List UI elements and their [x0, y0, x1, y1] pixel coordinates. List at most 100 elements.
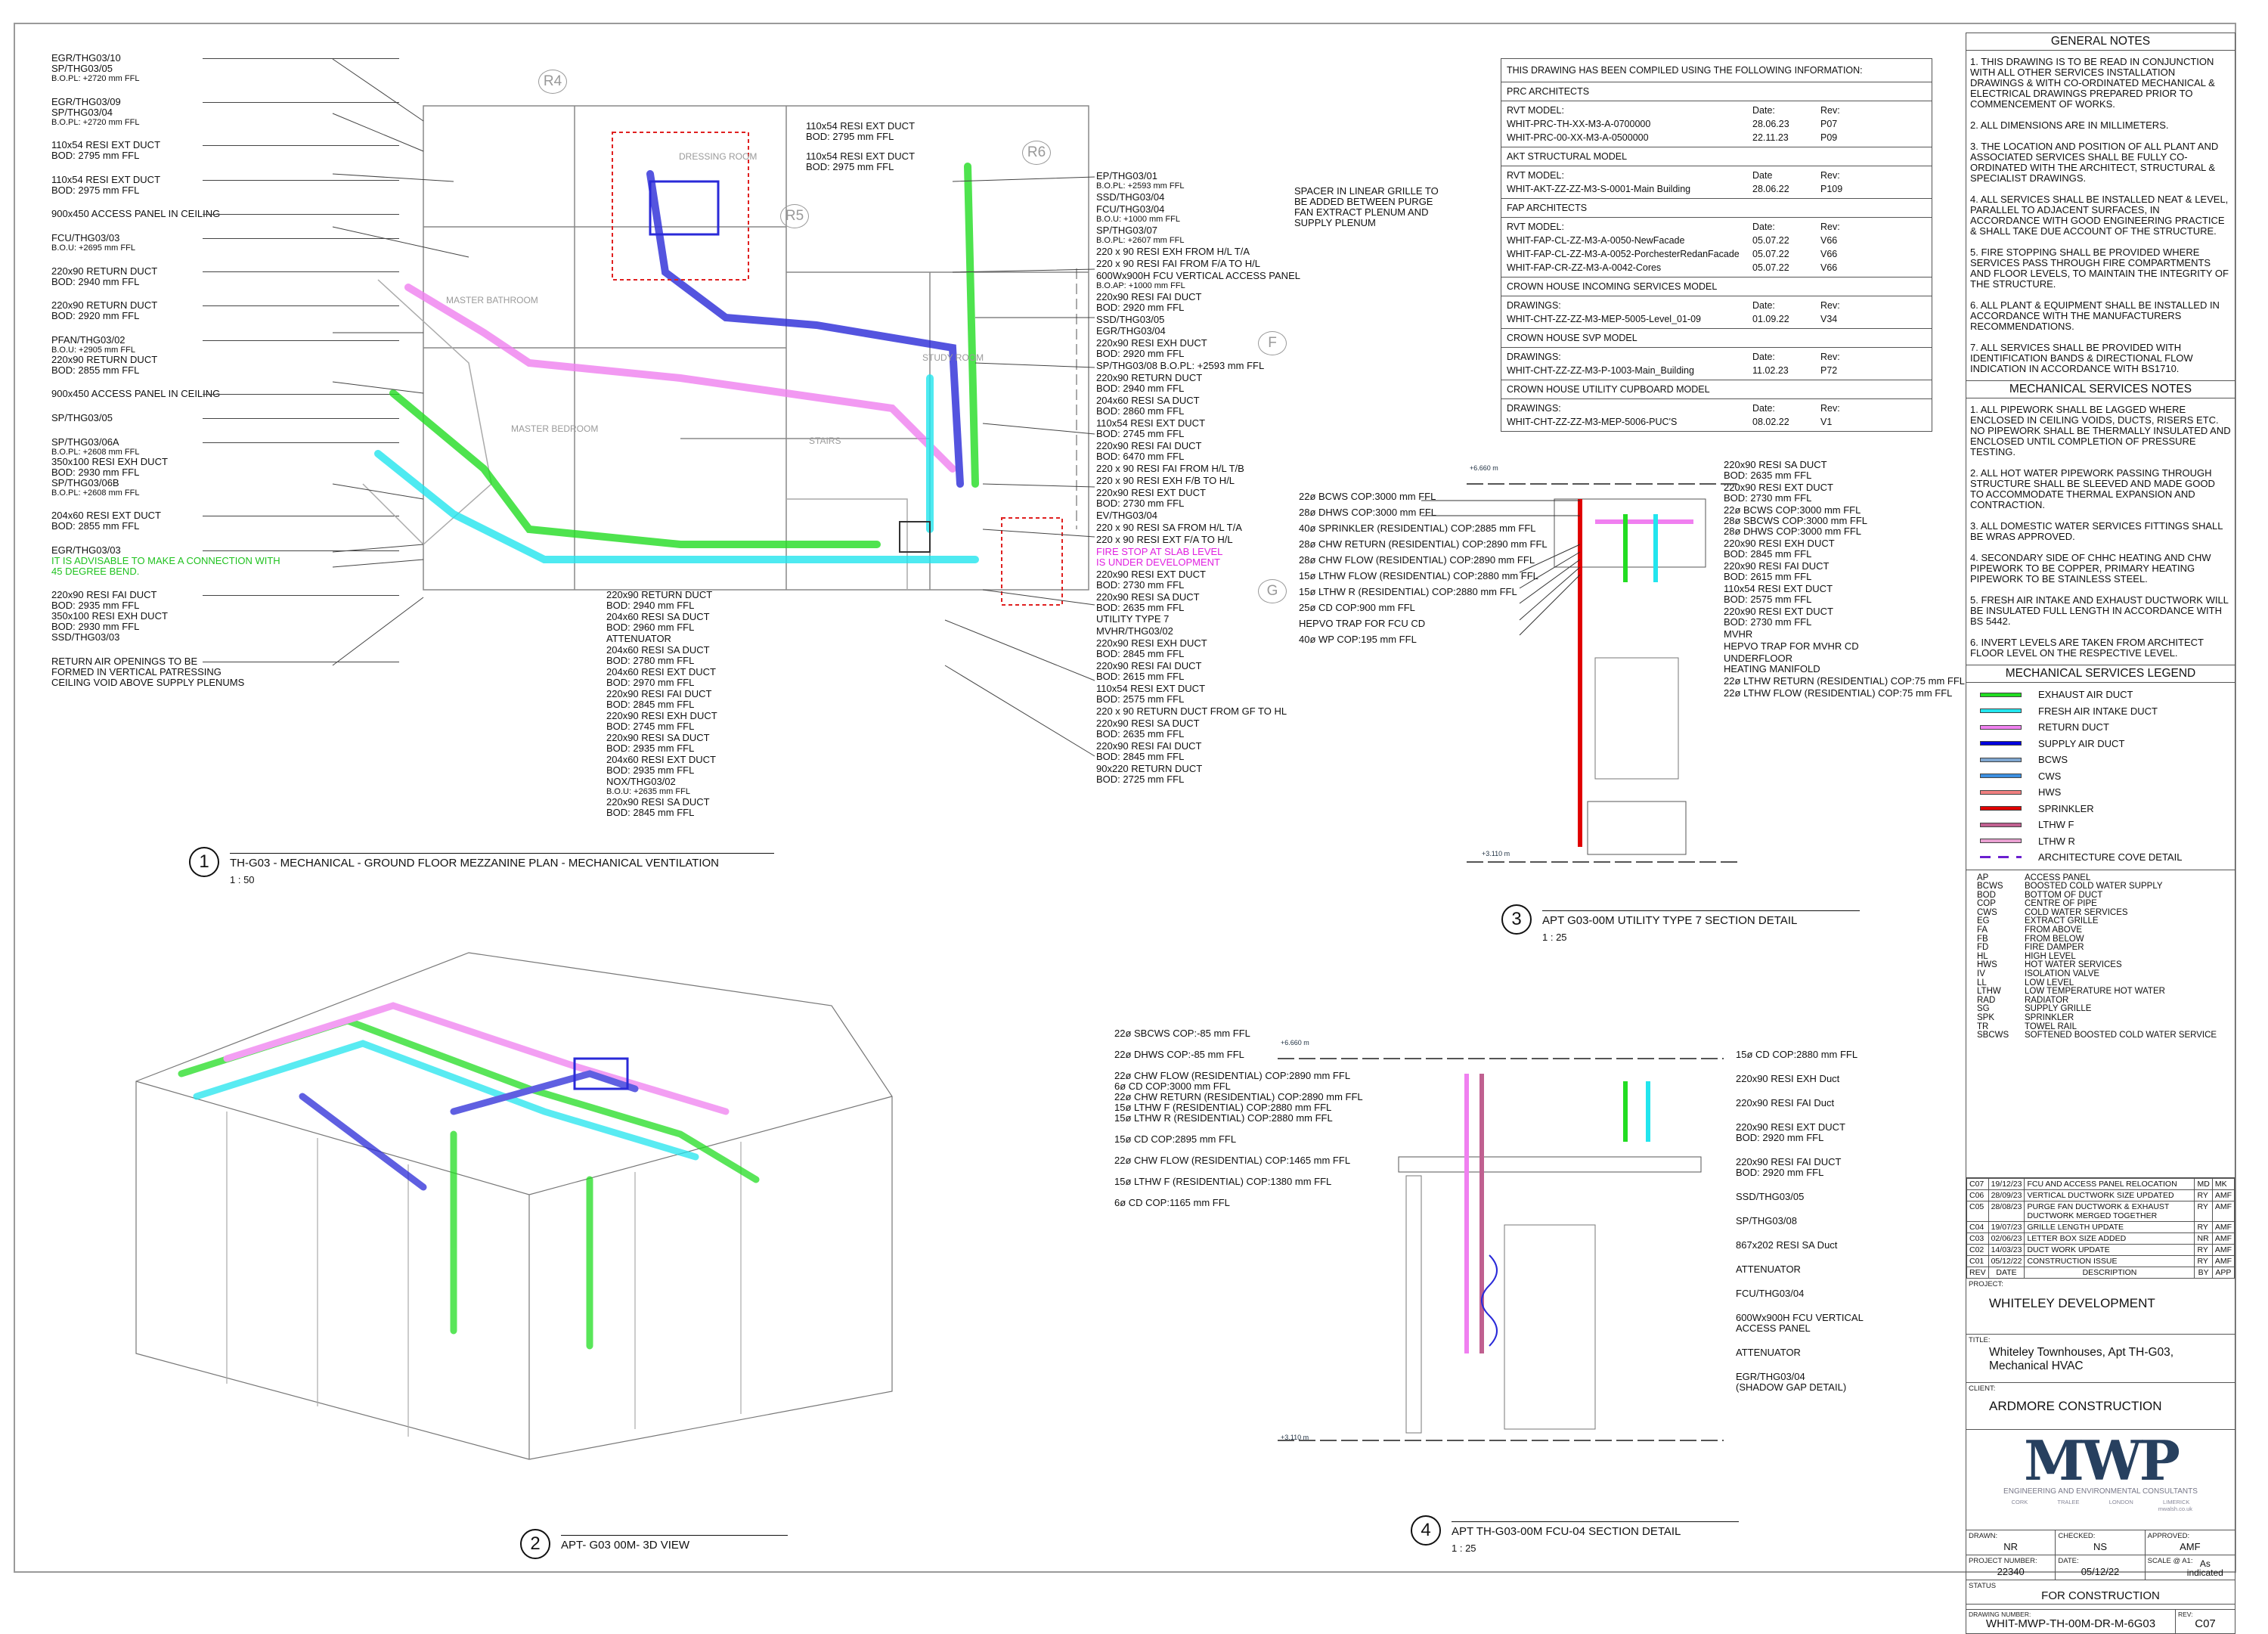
callout-text: SP/THG03/07 [1096, 224, 1157, 236]
note-item: 5. FRESH AIR INTAKE AND EXHAUST DUCTWORK… [1970, 594, 2229, 627]
callout-label: 15ø LTHW R (RESIDENTIAL) COP:2880 mm FFL [1299, 587, 1548, 597]
callout-text: 28ø DHWS COP:3000 mm FFL [1724, 526, 1862, 537]
callout-text: 220x90 RETURN DUCT [51, 265, 158, 277]
callout-text: BOD: 2575 mm FFL [1724, 594, 1812, 605]
wall-lines [226, 1112, 742, 1437]
legend-label: LTHW R [2038, 835, 2075, 847]
grid-bubble-r5: R5 [780, 204, 809, 228]
callout-text: 220x90 RESI EXT DUCT [1096, 486, 1206, 498]
legend-swatch-icon [1980, 856, 2022, 859]
callout-text: EV/THG03/04 [1096, 509, 1157, 521]
return-duct-run [404, 284, 956, 473]
abbreviation-meaning: BOTTOM OF DUCT [2025, 890, 2103, 900]
callout-text: BOD: 2940 mm FFL [606, 600, 695, 611]
revision-cell: RY [2194, 1200, 2213, 1222]
callout-text: EGR/THG03/04 [1096, 325, 1166, 337]
callout-label: UTILITY TYPE 7 [1096, 614, 1300, 625]
callout-text: FCU/THG03/04 [1096, 203, 1165, 215]
info-cell: Rev: [1820, 352, 1840, 362]
3d-return [223, 1002, 730, 1115]
abbreviation-meaning: FIRE DAMPER [2025, 943, 2084, 953]
abbreviation-meaning: ACCESS PANEL [2025, 873, 2091, 882]
callout-text: FORMED IN VERTICAL PATRESSING [51, 665, 222, 677]
revision-cell: 05/12/22 [1988, 1254, 2025, 1267]
callout-text: 900x450 ACCESS PANEL IN CEILING [51, 388, 221, 400]
grid-bubble-f: F [1258, 331, 1287, 355]
legend-label: CWS [2038, 770, 2062, 782]
callout-text: BOD: 2975 mm FFL [51, 184, 140, 196]
info-cell: Date: [1752, 300, 1775, 311]
drawn-caption: DRAWN: [1969, 1531, 1998, 1540]
abbreviation-code: BOD [1977, 890, 1996, 900]
level-marker: +6.660 m [1281, 1039, 1309, 1046]
note-line: SPACER IN LINEAR GRILLE TO [1294, 185, 1439, 197]
manifold [1587, 801, 1687, 855]
callout-text: ATTENUATOR [1736, 1263, 1801, 1275]
info-cell: P07 [1820, 119, 1838, 129]
supply-duct-run [646, 170, 964, 488]
abbreviation-meaning: SOFTENED BOOSTED COLD WATER SERVICE [2025, 1031, 2217, 1040]
info-cell: WHIT-FAP-CL-ZZ-M3-A-0050-NewFacade [1507, 235, 1685, 246]
abbreviation-meaning: LOW TEMPERATURE HOT WATER [2025, 987, 2165, 997]
info-heading: THIS DRAWING HAS BEEN COMPILED USING THE… [1501, 59, 1932, 82]
callout-text: BOD: 2975 mm FFL [806, 161, 894, 172]
info-cell: Rev: [1820, 170, 1840, 181]
callout-text: 220x90 RETURN DUCT [1096, 372, 1203, 384]
callout-text: 28ø CHW RETURN (RESIDENTIAL) COP:2890 mm… [1299, 538, 1548, 550]
callout-text: 22ø LTHW RETURN (RESIDENTIAL) COP:75 mm … [1724, 675, 1966, 687]
callout-text: IS UNDER DEVELOPMENT [1096, 556, 1220, 568]
3d-supply [299, 1070, 639, 1191]
legend-swatch-icon [1980, 822, 2022, 827]
revision-cell: DUCT WORK UPDATE [2024, 1243, 2195, 1256]
abbreviation-meaning: SPRINKLER [2025, 1013, 2074, 1022]
callout-text: BOD: 2635 mm FFL [1096, 601, 1185, 613]
office: LIMERICK [2162, 1498, 2190, 1505]
callout-label: SP/THG03/08 B.O.PL: +2593 mm FFL [1096, 361, 1300, 371]
callout-text: 600Wx900H FCU VERTICAL [1736, 1312, 1864, 1323]
callout-text: RETURN AIR OPENINGS TO BE [51, 655, 198, 667]
info-cell: 28.06.22 [1752, 184, 1789, 194]
drawing-scale: As indicated [2186, 1558, 2223, 1578]
company-logo: MWP ENGINEERING AND ENVIRONMENTAL CONSUL… [1966, 1433, 2235, 1530]
callout-text: 220x90 RESI SA DUCT [1724, 459, 1827, 470]
mvhr-box [1594, 657, 1679, 780]
legend-label: HWS [2038, 786, 2062, 798]
fresh-air-duct-run [374, 450, 979, 563]
drawing-sheet-border [14, 23, 2236, 1573]
fcu-box [1504, 1224, 1596, 1430]
info-cell: 05.07.22 [1752, 249, 1789, 259]
info-cell: 05.07.22 [1752, 262, 1789, 273]
callout-label: 22ø SBCWS COP:-85 mm FFL [1114, 1028, 1363, 1039]
drawing-number: WHIT-MWP-TH-00M-DR-M-6G03 [1985, 1617, 2156, 1630]
fire-stop-cloud [612, 132, 749, 281]
view-scale: 1 : 25 [1542, 932, 1567, 943]
abbreviation-meaning: EXTRACT GRILLE [2025, 916, 2099, 926]
callout-text: 204x60 RESI SA DUCT [606, 644, 710, 656]
callout-text: 22ø CHW FLOW (RESIDENTIAL) COP:2890 mm F… [1114, 1070, 1351, 1081]
drawing-number-row: DRAWING NUMBER:WHIT-MWP-TH-00M-DR-M-6G03… [1966, 1608, 2235, 1633]
callout-text: 15ø LTHW FLOW (RESIDENTIAL) COP:2880 mm … [1299, 570, 1538, 581]
info-cell: 22.11.23 [1752, 132, 1789, 143]
callout-text: EGR/THG03/09 [51, 95, 121, 107]
3d-fresh [193, 1040, 699, 1161]
callout-label: 220 x 90 RESI SA FROM H/L T/A [1096, 522, 1300, 533]
callout-label: ATTENUATOR [606, 634, 717, 644]
note-item: 3. ALL DOMESTIC WATER SERVICES FITTINGS … [1970, 520, 2223, 542]
abbreviation-code: SG [1977, 1004, 1990, 1014]
note-item: 6. ALL PLANT & EQUIPMENT SHALL BE INSTAL… [1970, 299, 2220, 332]
client-caption: CLIENT: [1969, 1384, 1996, 1393]
revision-cell: APP [2211, 1266, 2235, 1279]
revision-cell: RY [2194, 1254, 2213, 1267]
